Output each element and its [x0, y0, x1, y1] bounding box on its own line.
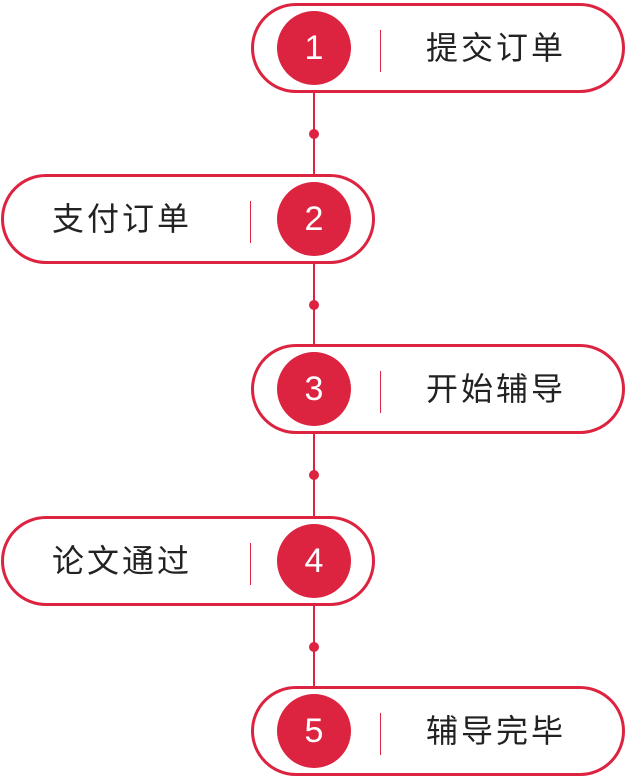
- step-divider: [250, 201, 251, 243]
- step-2-number-badge: 2: [277, 182, 351, 256]
- step-5-card: 5 辅导完毕: [251, 686, 625, 776]
- step-5-number-badge: 5: [277, 694, 351, 768]
- step-1-number-badge: 1: [277, 11, 351, 85]
- step-4-number-badge: 4: [277, 524, 351, 598]
- step-2-label: 支付订单: [52, 200, 193, 238]
- timeline-dot: [309, 300, 319, 310]
- timeline-dot: [309, 129, 319, 139]
- step-4-label: 论文通过: [52, 542, 193, 580]
- step-5-label: 辅导完毕: [426, 712, 567, 750]
- step-4-card: 论文通过 4: [1, 516, 375, 606]
- step-divider: [380, 371, 381, 413]
- timeline-dot: [309, 470, 319, 480]
- step-divider: [380, 713, 381, 755]
- step-1-label: 提交订单: [426, 29, 567, 67]
- step-3-card: 3 开始辅导: [251, 344, 625, 434]
- step-1-card: 1 提交订单: [251, 3, 625, 93]
- step-3-label: 开始辅导: [426, 370, 567, 408]
- step-2-card: 支付订单 2: [1, 174, 375, 264]
- timeline-dot: [309, 642, 319, 652]
- step-3-number-badge: 3: [277, 352, 351, 426]
- step-divider: [250, 543, 251, 585]
- step-divider: [380, 30, 381, 72]
